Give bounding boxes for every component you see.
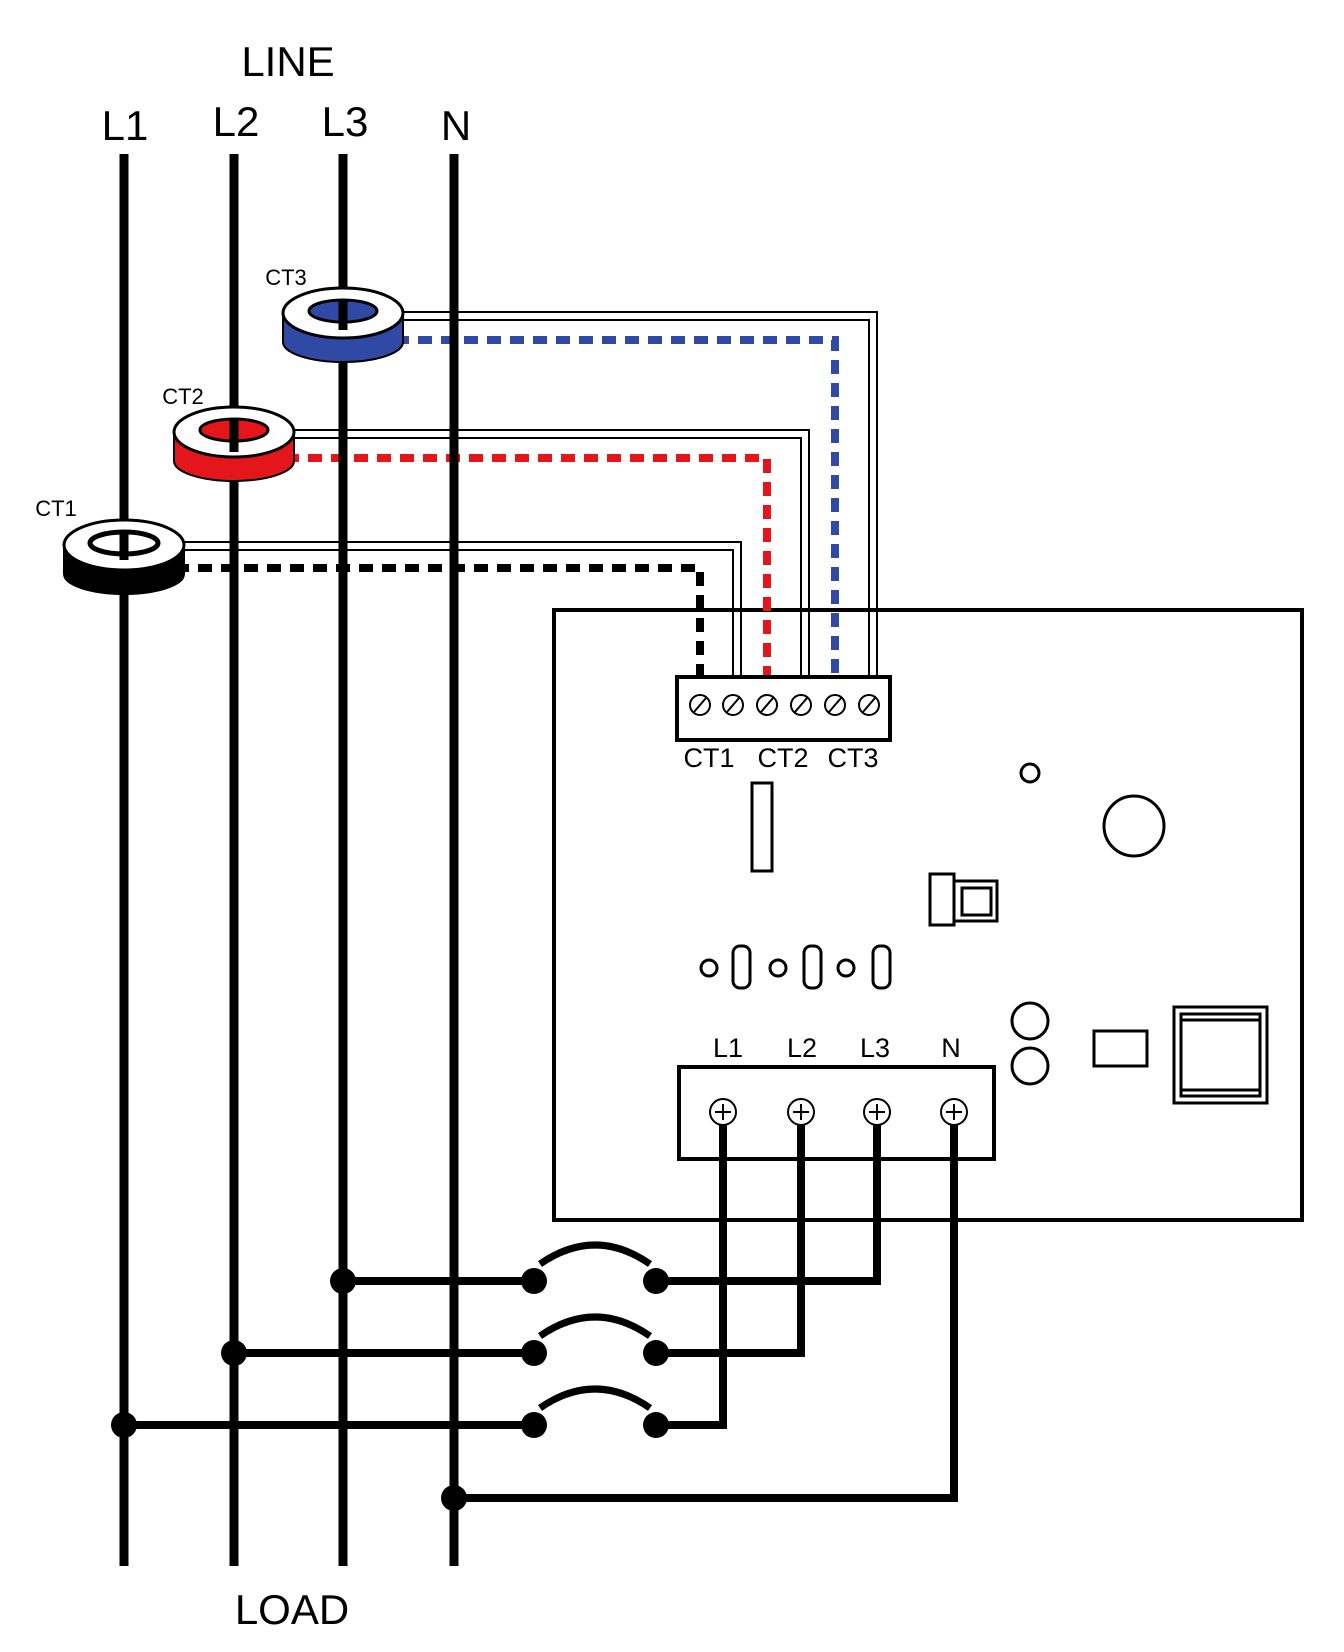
round-pad [836,958,856,978]
ct1-dashed-lead [175,564,704,692]
ct3-dashed-lead [395,336,839,692]
ct-terminal-screws [689,694,880,716]
line-title: LINE [241,38,334,85]
line-label-l3: L3 [322,98,369,145]
terminal-label-ct2: CT2 [757,743,808,773]
terminal-label-l2: L2 [787,1033,817,1063]
breaker-arc-l1 [538,1385,652,1411]
main-conductors [119,154,459,1566]
ct3-label: CT3 [265,265,307,290]
line-label-n: N [441,102,471,149]
oval-pad [731,944,752,990]
voltage-wiring [124,1112,958,1502]
round-pad [699,958,719,978]
slot-connector [750,781,774,873]
large-component [1102,794,1166,858]
ct1-label: CT1 [35,496,77,521]
meter-enclosure [552,608,1304,1222]
small-component [1092,1029,1149,1068]
terminal-label-l1: L1 [713,1033,743,1063]
breaker-arc-l2 [538,1313,652,1339]
board-components [699,762,1269,1105]
terminal-label-n: N [941,1033,961,1063]
relay-body [928,872,956,927]
line-label-l2: L2 [213,98,260,145]
oval-pad [871,944,892,990]
load-title: LOAD [235,1586,349,1633]
relay-window [960,886,993,917]
breaker [538,1241,652,1411]
ct2-dashed-lead [285,454,771,692]
junction-dots [111,1268,669,1511]
indicator-led [1010,1001,1050,1041]
ct-terminal-block [675,675,892,742]
ct3-ring [281,286,405,363]
mounting-hole [1019,762,1041,784]
display-inner [1179,1012,1262,1098]
ct2-label: CT2 [162,384,204,409]
terminal-label-ct1: CT1 [683,743,734,773]
voltage-terminal-screws [709,1098,968,1126]
ct1-ring [62,518,186,595]
breaker-arc-l3 [538,1241,652,1267]
indicator-led [1010,1046,1050,1086]
terminal-label-l3: L3 [860,1033,890,1063]
round-pad [768,958,788,978]
ct2-ring [172,405,296,482]
terminal-label-ct3: CT3 [827,743,878,773]
oval-pad [802,944,823,990]
line-label-l1: L1 [102,102,149,149]
ct-secondary-wires [175,311,878,690]
